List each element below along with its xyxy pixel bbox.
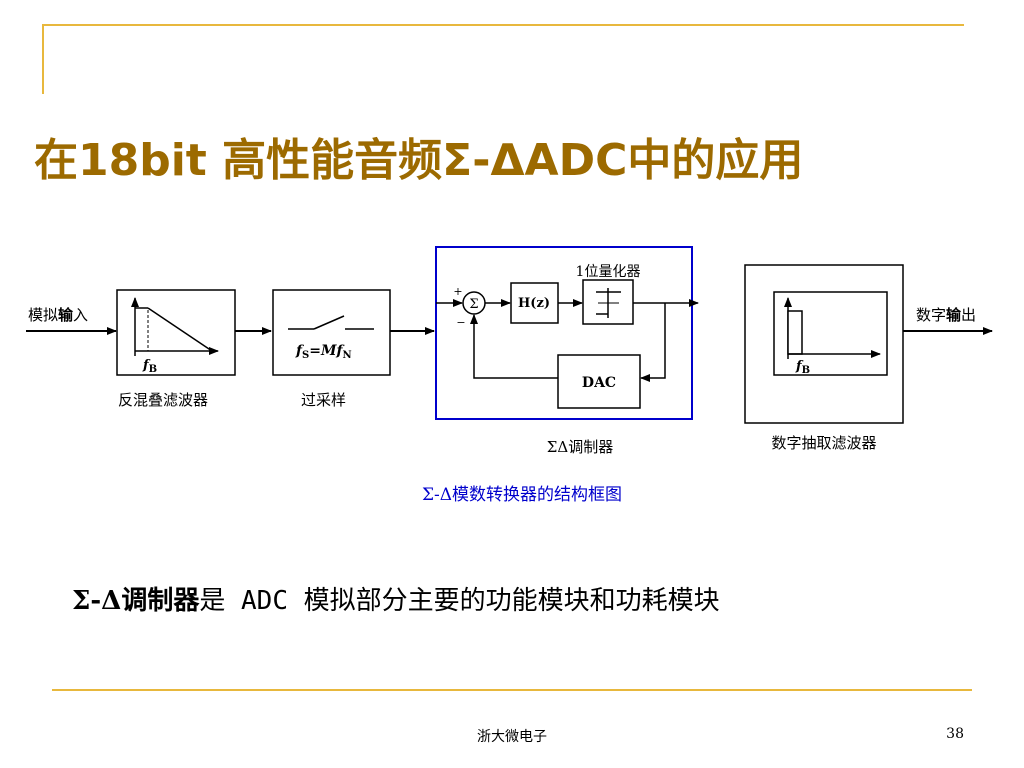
minus-sign: − [456, 316, 465, 329]
oversample-formula: fS=MfN [295, 343, 352, 361]
oversampling-block: fS=MfN [272, 289, 391, 376]
quantizer-label: 1位量化器 [576, 264, 641, 280]
hz-label: H(z) [518, 296, 550, 311]
sigma-delta-block-diagram: 模拟输入 fB 反混叠滤波器 fS=MfN 过采样 Σ + − H(z) 1位量… [26, 246, 993, 505]
left-frame-line [42, 24, 44, 94]
output-label: 数字输出 [916, 306, 976, 324]
dac-block [557, 354, 641, 409]
anti-aliasing-filter-block: fB [116, 289, 236, 376]
diagram-caption: Σ-Δ模数转换器的结构框图 [422, 485, 622, 505]
footer-center-text: 浙大微电子 [477, 729, 547, 745]
quantizer-block [582, 279, 634, 325]
oversample-label: 过采样 [301, 391, 346, 409]
input-label: 模拟输入 [28, 306, 88, 324]
modulator-label: ΣΔ调制器 [547, 438, 613, 456]
top-frame-line [42, 24, 964, 26]
decimation-filter-block: fB [744, 264, 904, 424]
dac-label: DAC [582, 375, 616, 391]
feedback-to-summer [470, 314, 558, 379]
slide-title: 在18bit 高性能音频Σ-ΔADC中的应用 [34, 135, 804, 186]
decimation-fb: fB [795, 359, 810, 376]
decimation-label: 数字抽取滤波器 [771, 434, 876, 452]
bottom-frame-line [52, 689, 972, 691]
summary-rest: 是 ADC 模拟部分主要的功能模块和功耗模块 [199, 586, 720, 616]
feedback-to-dac [640, 303, 666, 382]
page-number: 38 [946, 726, 964, 742]
aa-filter-label: 反混叠滤波器 [118, 391, 208, 409]
summary-sentence: Σ-Δ调制器是 ADC 模拟部分主要的功能模块和功耗模块 [72, 580, 720, 617]
aa-filter-fb: fB [142, 358, 157, 375]
modulator-boundary [435, 246, 693, 420]
sum-symbol: Σ [469, 297, 478, 312]
summary-bold: Σ-Δ调制器 [72, 586, 200, 616]
plus-sign: + [453, 285, 462, 298]
hz-block [510, 282, 559, 324]
